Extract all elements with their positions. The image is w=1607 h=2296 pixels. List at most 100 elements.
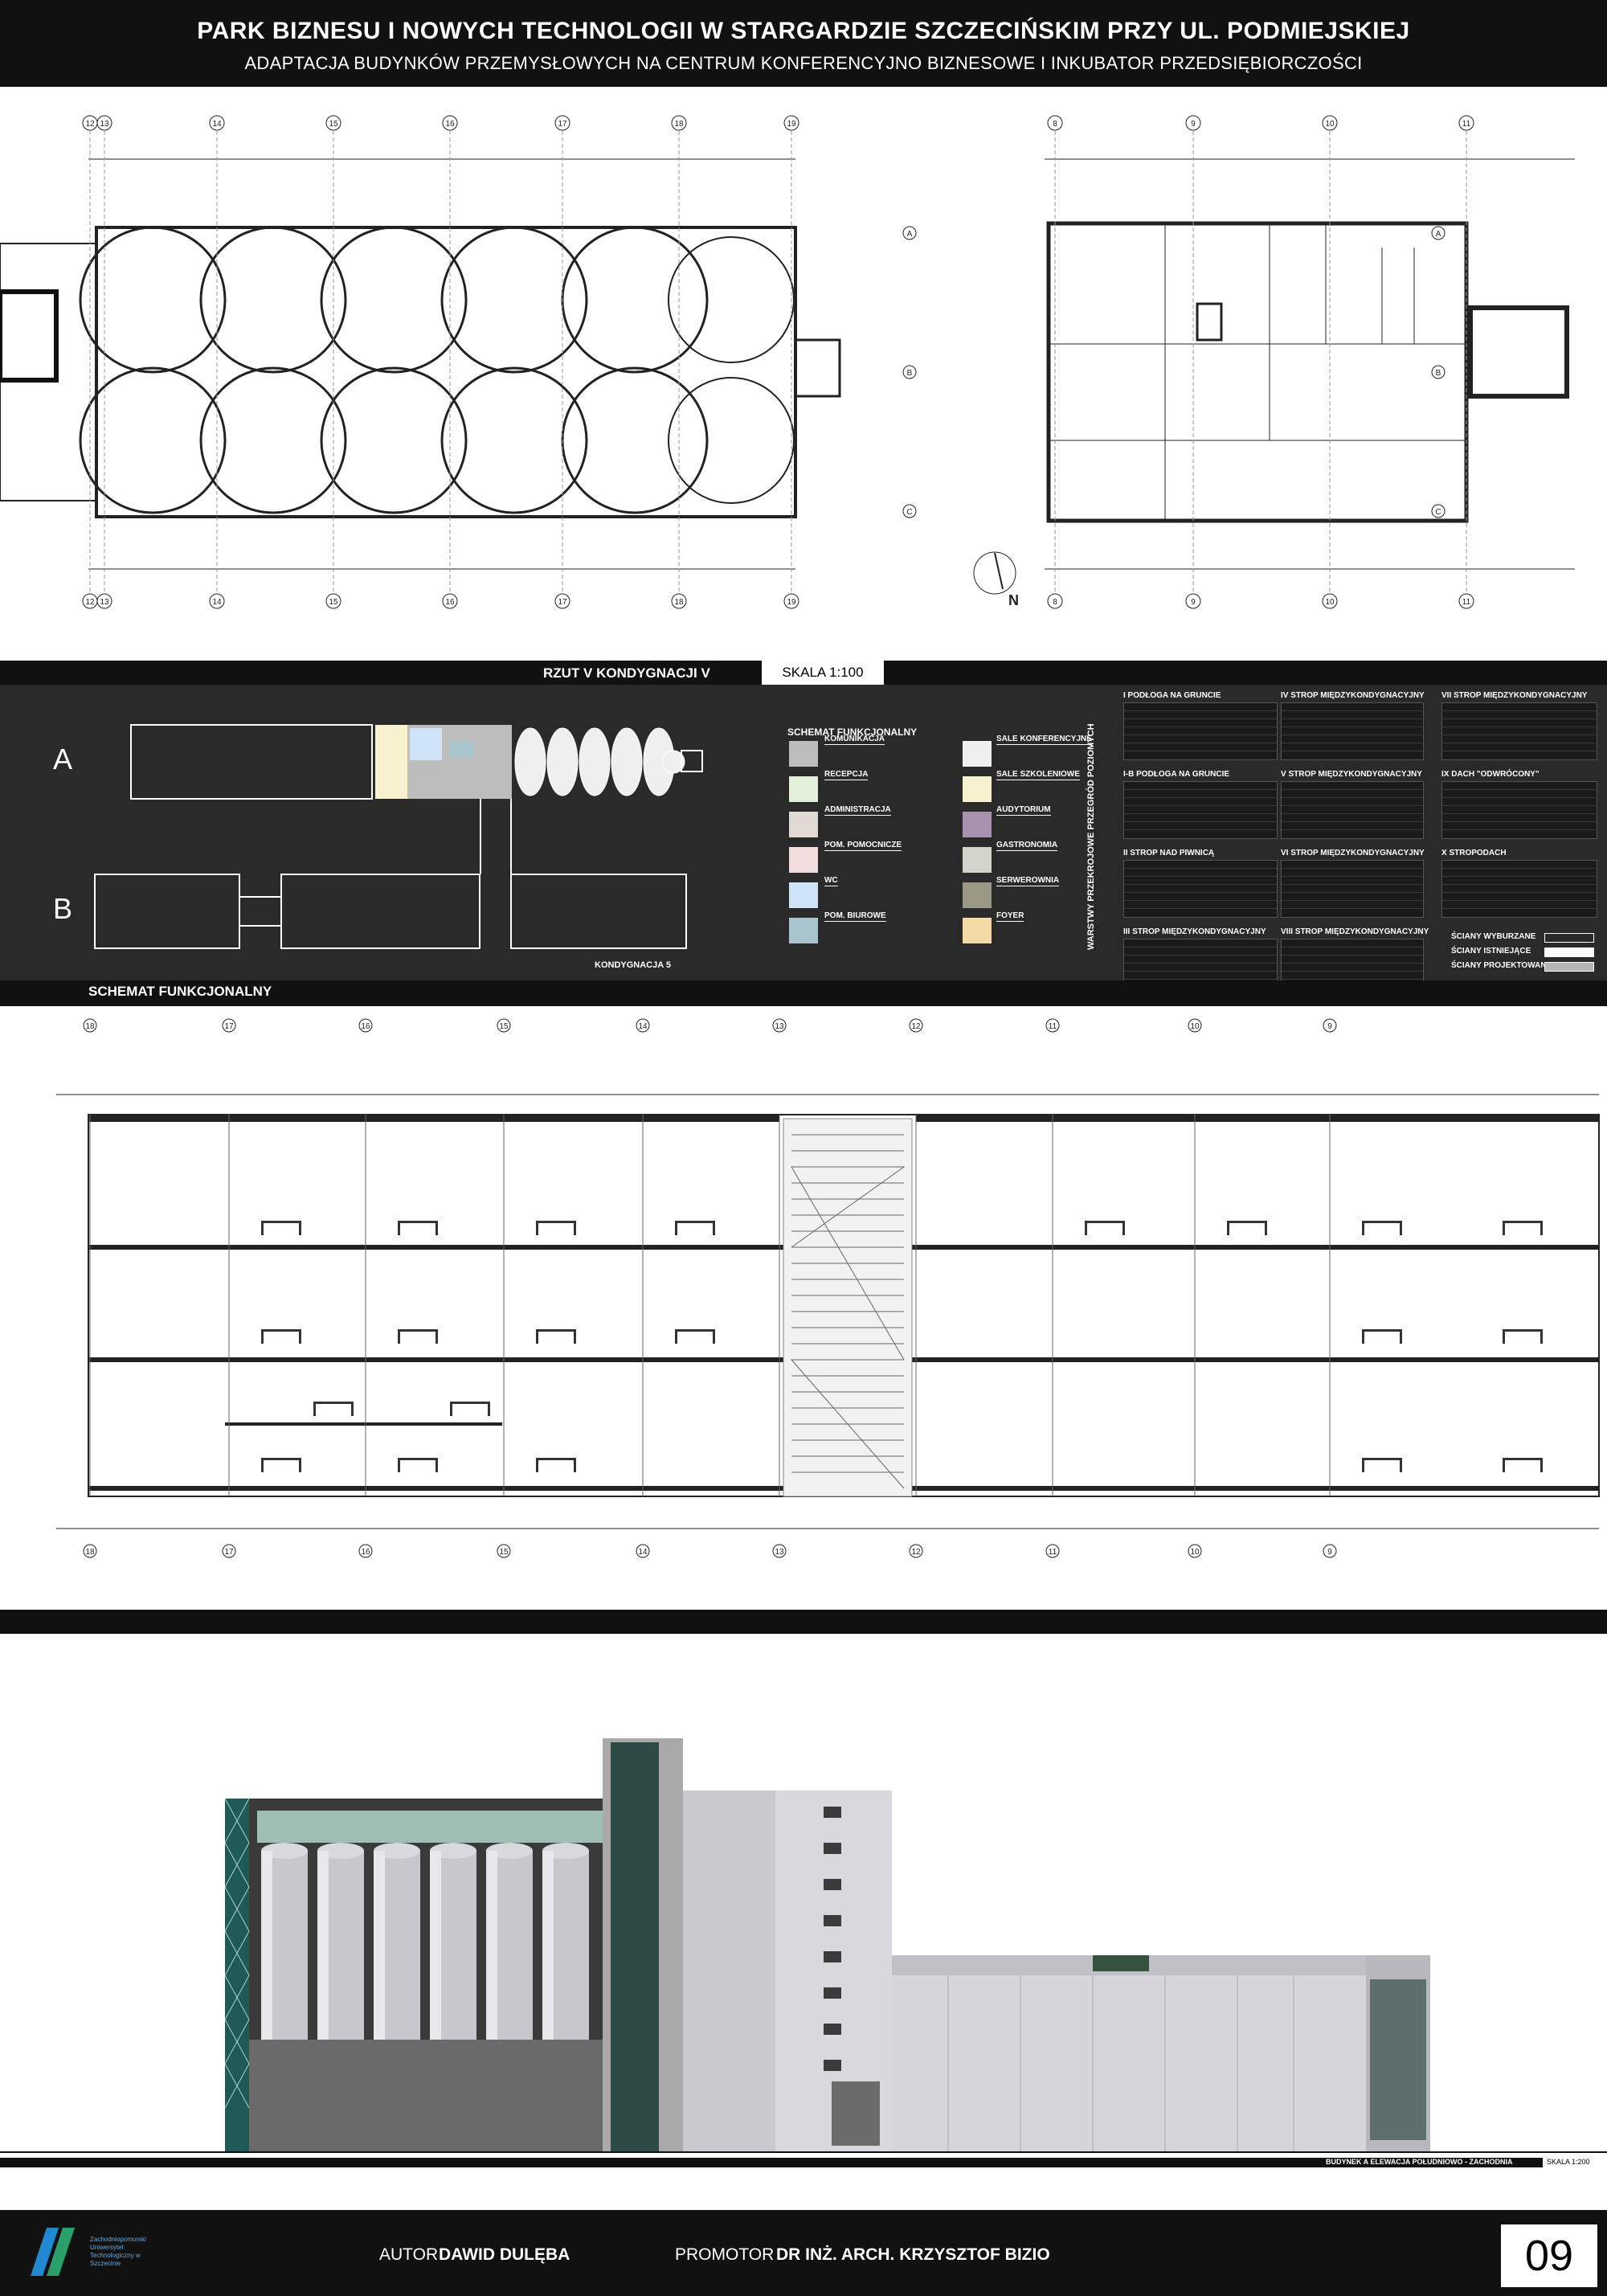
- layer-table: [1441, 702, 1597, 760]
- plan-label: RZUT V KONDYGNACJI V: [543, 665, 710, 681]
- layer-table: [1281, 702, 1424, 760]
- svg-text:9: 9: [1327, 1022, 1332, 1031]
- section-separator: [0, 1610, 1607, 1634]
- section-axis-15: 15: [497, 1544, 511, 1558]
- legend-swatch: [789, 847, 818, 873]
- svg-text:B: B: [907, 369, 913, 378]
- svg-text:15: 15: [329, 598, 338, 607]
- plan-axis-10: 10: [1322, 593, 1338, 609]
- legend-swatch: [963, 847, 992, 873]
- legend-swatch: [789, 741, 818, 767]
- left-building-outline: [95, 226, 797, 518]
- section-axis-12: 12: [909, 1018, 923, 1033]
- elevation-label: BUDYNEK A ELEWACJA POŁUDNIOWO - ZACHODNI…: [1326, 2158, 1513, 2166]
- section-axis-10: 10: [1188, 1018, 1202, 1033]
- title-band: PARK BIZNESU I NOWYCH TECHNOLOGII W STAR…: [0, 0, 1607, 87]
- svg-text:13: 13: [100, 598, 109, 607]
- svg-text:15: 15: [329, 120, 338, 129]
- svg-text:10: 10: [1190, 1022, 1200, 1031]
- plan-axis-14: 14: [209, 115, 225, 131]
- legend-label: ADMINISTRACJA: [824, 805, 891, 816]
- legend-label: FOYER: [996, 911, 1024, 922]
- plan-row-C: C: [1431, 504, 1445, 518]
- svg-text:11: 11: [1462, 120, 1471, 129]
- section-axis-13: 13: [772, 1544, 787, 1558]
- svg-text:14: 14: [638, 1548, 648, 1557]
- svg-text:12: 12: [911, 1548, 921, 1557]
- sheet-subtitle: ADAPTACJA BUDYNKÓW PRZEMYSŁOWYCH NA CENT…: [244, 53, 1363, 73]
- svg-text:C: C: [1435, 508, 1441, 517]
- legend-label: SERWEROWNIA: [996, 876, 1060, 886]
- section-axis-13: 13: [772, 1018, 787, 1033]
- svg-text:13: 13: [775, 1022, 784, 1031]
- legend-label: POM. POMOCNICZE: [824, 841, 902, 851]
- svg-text:B: B: [1436, 369, 1441, 378]
- promotor-name: DR INŻ. ARCH. KRZYSZTOF BIZIO: [776, 2245, 1050, 2264]
- layer-table: [1123, 702, 1278, 760]
- plan-axis-14: 14: [209, 593, 225, 609]
- svg-text:17: 17: [558, 598, 567, 607]
- svg-text:9: 9: [1191, 120, 1196, 129]
- plan-axis-8: 8: [1047, 593, 1063, 609]
- layer-table-title: VIII STROP MIĘDZYKONDYGNACYJNY: [1281, 927, 1429, 936]
- level-label: KONDYGNACJA 5: [595, 960, 671, 970]
- legend-label: POM. BIUROWE: [824, 911, 886, 922]
- legend-swatch: [963, 918, 992, 943]
- svg-text:16: 16: [445, 120, 455, 129]
- author-prefix: AUTOR: [379, 2245, 439, 2264]
- svg-text:8: 8: [1053, 598, 1057, 607]
- plan-axis-17: 17: [554, 593, 570, 609]
- svg-text:A: A: [1436, 230, 1441, 239]
- layer-table: [1281, 781, 1424, 839]
- svg-text:15: 15: [499, 1022, 509, 1031]
- section-axis-16: 16: [358, 1018, 373, 1033]
- svg-text:9: 9: [1327, 1548, 1332, 1557]
- svg-text:12: 12: [911, 1022, 921, 1031]
- layers-vertical-label: WARSTWY PRZEKROJOWE PRZEGRÓD POZIOMYCH: [1086, 723, 1096, 950]
- scheme-diagram: [94, 724, 703, 949]
- svg-text:C: C: [906, 508, 912, 517]
- plan-row-A: A: [902, 226, 917, 240]
- layer-table-title: V STROP MIĘDZYKONDYGNACYJNY: [1281, 770, 1422, 779]
- section-axis-10: 10: [1188, 1544, 1202, 1558]
- legend-swatch: [789, 882, 818, 908]
- wall-legend-label: ŚCIANY WYBURZANE: [1451, 932, 1536, 941]
- plan-row-B: B: [902, 365, 917, 379]
- legend-swatch: [963, 741, 992, 767]
- section-axis-11: 11: [1045, 1018, 1060, 1033]
- plan-axis-12: 12: [82, 115, 98, 131]
- legend-label: WC: [824, 876, 838, 886]
- plan-axis-17: 17: [554, 115, 570, 131]
- section-axis-18: 18: [83, 1018, 97, 1033]
- layer-table-title: VII STROP MIĘDZYKONDYGNACYJNY: [1441, 691, 1588, 700]
- svg-text:14: 14: [212, 120, 222, 129]
- legend-swatch: [963, 776, 992, 802]
- wall-legend-swatch: [1544, 947, 1594, 957]
- svg-text:13: 13: [100, 120, 109, 129]
- svg-text:18: 18: [85, 1548, 95, 1557]
- wall-legend-label: ŚCIANY ISTNIEJĄCE: [1451, 947, 1531, 956]
- section-axis-15: 15: [497, 1018, 511, 1033]
- section-axis-17: 17: [222, 1018, 236, 1033]
- section-axis-17: 17: [222, 1544, 236, 1558]
- elevation-drawing: [0, 1738, 1607, 2167]
- plan-axis-18: 18: [671, 115, 687, 131]
- svg-text:11: 11: [1049, 1022, 1057, 1031]
- layer-table: [1281, 860, 1424, 918]
- university-logo: [22, 2228, 87, 2276]
- plan-axis-19: 19: [783, 115, 799, 131]
- plan-axis-15: 15: [325, 593, 341, 609]
- legend-label: RECEPCJA: [824, 770, 869, 780]
- svg-text:17: 17: [558, 120, 567, 129]
- plan-axis-13: 13: [96, 593, 112, 609]
- building-a-label: A: [53, 743, 73, 776]
- right-building-outline: [1046, 221, 1469, 523]
- legend-swatch: [789, 918, 818, 943]
- layer-table: [1123, 860, 1278, 918]
- svg-text:11: 11: [1049, 1548, 1057, 1557]
- svg-text:13: 13: [775, 1548, 784, 1557]
- layer-table-title: II STROP NAD PIWNICĄ: [1123, 849, 1215, 857]
- plan-axis-15: 15: [325, 115, 341, 131]
- svg-text:14: 14: [638, 1022, 648, 1031]
- svg-text:10: 10: [1325, 120, 1335, 129]
